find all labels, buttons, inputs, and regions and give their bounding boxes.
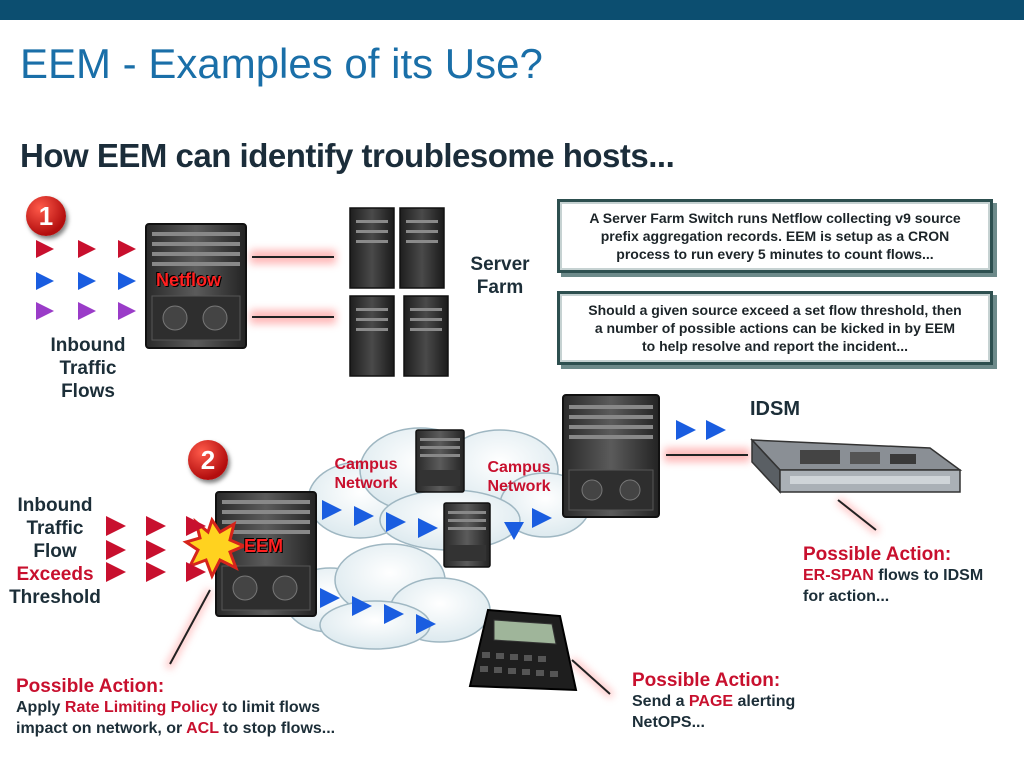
- info-box-threshold: Should a given source exceed a set flow …: [557, 291, 993, 365]
- netflow-label: Netflow: [156, 270, 221, 290]
- step-1-badge: 1: [26, 196, 66, 236]
- step-2-badge: 2: [188, 440, 228, 480]
- eem-label: EEM: [244, 536, 284, 556]
- server-farm-label: Server Farm: [470, 254, 530, 298]
- slide-subtitle: How EEM can identify troublesome hosts..…: [20, 137, 675, 174]
- chassis-switch-icon: [415, 429, 465, 493]
- header-bar: [0, 0, 1024, 20]
- campus-network-label-2: Campus Network: [487, 459, 551, 495]
- action-page: Possible Action: Send a PAGE alerting Ne…: [632, 670, 796, 731]
- pager-icon: [468, 608, 578, 692]
- chassis-switch-icon: [145, 223, 247, 349]
- slide-title: EEM - Examples of its Use?: [20, 40, 543, 87]
- explosion-icon: [182, 516, 248, 580]
- chassis-switch-icon: [215, 491, 317, 617]
- idsm-label: IDSM: [750, 398, 800, 420]
- server-icon: [349, 207, 449, 377]
- info-box-netflow: A Server Farm Switch runs Netflow collec…: [557, 199, 993, 273]
- arrow-icon: [36, 240, 726, 634]
- inbound-traffic-flows-label: Inbound Traffic Flows: [50, 335, 126, 402]
- campus-network-label-1: Campus Network: [334, 456, 398, 492]
- chassis-switch-icon: [562, 394, 660, 518]
- inbound-traffic-flow-label: Inbound Traffic Flow Exceeds Threshold: [9, 495, 101, 608]
- idsm-module-icon: [750, 438, 963, 494]
- glow-links: [164, 250, 881, 699]
- action-er-span: Possible Action: ER-SPAN flows to IDSM f…: [803, 544, 984, 605]
- action-rate-limit: Possible Action: Apply Rate Limiting Pol…: [16, 676, 336, 737]
- chassis-switch-icon: [443, 502, 491, 568]
